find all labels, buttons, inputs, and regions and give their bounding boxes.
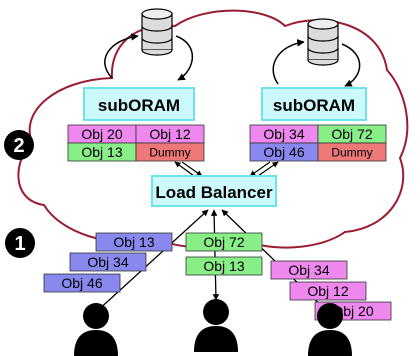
suboram-object-box [135,142,205,162]
load-balancer-label: Load Balancer [155,183,273,202]
client-request-label: Obj 72 [203,234,244,250]
routing-arrow [174,161,195,177]
client-request-label: Obj 34 [288,262,329,278]
suboram-box [261,87,367,121]
sync-arrow [175,35,194,81]
client-request-box [95,232,173,252]
suboram-object-box [317,142,387,162]
suboram-label: subORAM [98,96,180,115]
suboram-object-label: Obj 34 [263,126,304,142]
client-request-label: Obj 46 [61,275,102,291]
database-icon [307,18,339,66]
client-request-box [185,256,263,276]
client-request-label: Obj 12 [307,283,348,299]
load-balancer-box [151,175,277,207]
user-icon [308,303,352,356]
suboram-object-label: Obj 13 [81,144,122,160]
svg-text:2: 2 [13,135,24,157]
suboram-object-grid: Obj 20 Obj 12 Obj 13 Dummy [67,124,205,162]
step-marker-1: 1 [5,228,35,258]
suboram-object-label: Obj 12 [149,126,190,142]
suboram-label: subORAM [273,96,355,115]
sync-arrow [272,39,305,85]
client-request-box [185,232,263,252]
client-request-box [43,273,121,293]
client-arrow [210,209,220,301]
sync-arrow [341,43,361,87]
routing-arrow [257,161,279,177]
user-icon [74,303,118,356]
suboram-object-label: Dummy [331,145,372,159]
client-request-list: Obj 13 Obj 34 Obj 46 Obj 72 Obj 13 Obj 34 Obj … [43,232,392,321]
svg-text:1: 1 [14,233,25,255]
client-request-box [69,252,147,272]
step-marker-2: 2 [4,130,34,160]
suboram-box [83,87,195,121]
suboram-object-label: Obj 20 [81,126,122,142]
client-request-label: Obj 34 [87,254,128,270]
database-icon [141,8,173,56]
user-icon [194,299,238,352]
suboram-object-grid: Obj 34 Obj 72 Obj 46 Dummy [249,124,387,162]
client-arrow [95,209,209,313]
routing-arrow [181,161,203,177]
suboram-object-label: Dummy [149,145,190,159]
suboram-object-label: Obj 46 [263,144,304,160]
client-request-label: Obj 13 [203,258,244,274]
client-request-box [289,281,367,301]
routing-arrow [249,161,271,177]
client-request-label: Obj 13 [113,234,154,250]
cloud-outline [17,9,409,249]
client-request-box [270,260,348,280]
suboram-object-label: Obj 72 [331,126,372,142]
sync-arrow [104,33,139,79]
